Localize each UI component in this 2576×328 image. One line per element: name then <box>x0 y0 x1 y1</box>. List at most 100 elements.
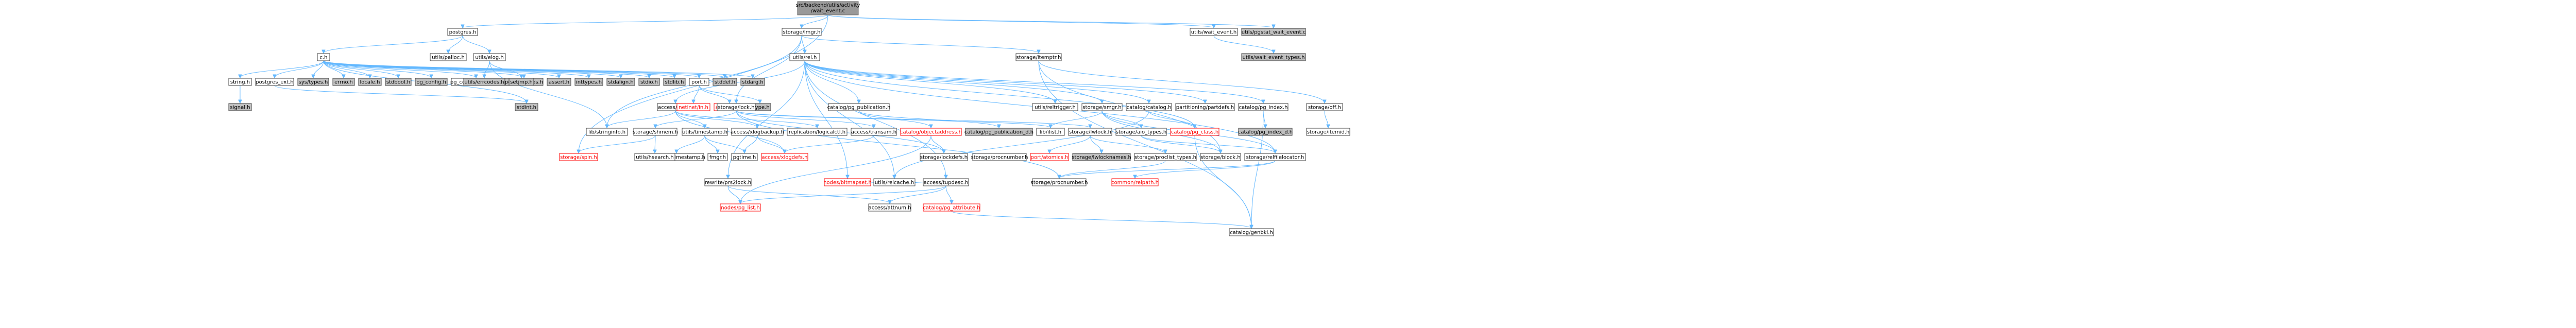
edge-storage_off_h-to-storage_itemid_h <box>1324 110 1328 128</box>
node-catalog_catalog_h[interactable]: catalog/catalog.h <box>1126 103 1172 111</box>
edge-utils_rel_h-to-catalog_pg_index_h <box>804 60 1263 103</box>
node-label: /wait_event.c <box>811 8 845 14</box>
node-stdlib_h: stdlib.h <box>663 78 686 86</box>
node-storage_lmgr_h[interactable]: storage/lmgr.h <box>782 28 822 36</box>
edge-root-to-postgres_h <box>463 14 828 28</box>
node-storage_procnumber_types[interactable]: storage/procnumber.h <box>971 153 1028 161</box>
node-locale_h: locale.h <box>358 78 382 86</box>
node-label: catalog/pg_attribute.h <box>923 205 980 211</box>
node-utils_wait_event_h[interactable]: utils/wait_event.h <box>1190 28 1238 36</box>
node-storage_smgr_h[interactable]: storage/smgr.h <box>1081 103 1123 111</box>
node-label: replication/logicalctl.h <box>789 130 845 135</box>
node-nodes_pg_list_h[interactable]: nodes/pg_list.h <box>720 203 761 212</box>
node-utils_timestamp_h[interactable]: utils/timestamp.h <box>682 128 728 136</box>
node-label: catalog/catalog.h <box>1127 105 1172 111</box>
node-label: storage/itemid.h <box>1307 130 1350 135</box>
node-access_tupdesc_h[interactable]: access/tupdesc.h <box>923 178 969 186</box>
node-catalog_pg_publication_h[interactable]: catalog/pg_publication.h <box>827 103 891 111</box>
node-access_transam_h[interactable]: access/transam.h <box>851 128 897 136</box>
node-utils_relcache_h[interactable]: utils/relcache.h <box>873 178 916 186</box>
node-nodes_bitmapset_h[interactable]: nodes/bitmapset.h <box>823 178 872 186</box>
edge-port_h-to-ctype_h <box>699 85 760 103</box>
node-box <box>789 53 820 61</box>
node-utils_elog_h[interactable]: utils/elog.h <box>473 53 506 61</box>
node-access_xlogdefs_h[interactable]: access/xlogdefs.h <box>761 153 808 161</box>
node-label: lib/ilist.h <box>1040 130 1061 135</box>
node-label: port/atomics.h <box>1031 155 1069 161</box>
node-box <box>1030 153 1069 161</box>
node-storage_spin_h[interactable]: storage/spin.h <box>559 153 598 161</box>
node-partitioning_partdefs_h[interactable]: partitioning/partdefs.h <box>1175 103 1235 111</box>
edge-utils_rel_h-to-utils_relcache_trigger <box>804 60 1055 103</box>
node-box <box>1170 128 1219 136</box>
node-access_attnum_h[interactable]: access/attnum.h <box>868 203 911 212</box>
edge-postgres_h-to-c_h <box>324 35 463 53</box>
node-catalog_genbki_h[interactable]: catalog/genbki.h <box>1229 228 1274 236</box>
node-catalog_objectaddress_h[interactable]: catalog/objectaddress.h <box>900 128 962 136</box>
edge-rewrite_prs2lock_h-to-nodes_pg_list_h <box>727 185 740 203</box>
node-utils_wait_event_types_h: utils/wait_event_types.h <box>1241 53 1306 61</box>
edge-utils_rel_h-to-access_xlog_h <box>675 60 805 103</box>
node-box <box>317 53 330 61</box>
node-box <box>385 78 412 86</box>
node-replication_logicalctl_h[interactable]: replication/logicalctl.h <box>787 128 848 136</box>
node-stddef_h: stddef.h <box>713 78 737 86</box>
node-c_h[interactable]: c.h <box>317 53 330 61</box>
node-storage_lwlock_h[interactable]: storage/lwlock.h <box>1068 128 1112 136</box>
node-string_h[interactable]: string.h <box>228 78 252 86</box>
node-box <box>797 1 859 15</box>
node-storage_lockdefs_h[interactable]: storage/lockdefs.h <box>920 153 968 161</box>
edge-catalog_catalog_h-to-utils_relcache_h <box>894 110 1149 178</box>
node-catalog_pg_index_h[interactable]: catalog/pg_index.h <box>1238 103 1289 111</box>
node-postgres_ext_h[interactable]: postgres_ext.h <box>255 78 294 86</box>
node-utils_rel_h[interactable]: utils/rel.h <box>789 53 820 61</box>
node-storage_itemid_h[interactable]: storage/itemid.h <box>1306 128 1350 136</box>
node-label: storage/relfilelocator.h <box>1246 155 1304 161</box>
edge-c_h-to-pg_config_os_h <box>323 60 524 78</box>
node-label: fmgr.h <box>709 155 726 161</box>
node-box <box>1175 103 1235 111</box>
node-box <box>740 78 765 86</box>
node-catalog_pg_attribute_h[interactable]: catalog/pg_attribute.h <box>923 203 980 212</box>
node-box <box>1134 153 1197 161</box>
node-storage_off_h[interactable]: storage/off.h <box>1306 103 1343 111</box>
node-pgtime_h[interactable]: pgtime.h <box>731 153 758 161</box>
node-catalog_pg_class_h[interactable]: catalog/pg_class.h <box>1170 128 1219 136</box>
node-access_xlogbackup_h[interactable]: access/xlogbackup.h <box>731 128 784 136</box>
node-port_atomics_h[interactable]: port/atomics.h <box>1030 153 1069 161</box>
node-port_h[interactable]: port.h <box>689 78 709 86</box>
edge-c_h-to-pg_config_h <box>323 60 431 78</box>
edge-access_tupdesc_h-to-nodes_pg_list_h <box>740 185 946 203</box>
node-storage_shmem_h[interactable]: storage/shmem.h <box>633 128 678 136</box>
node-common_relpath_h[interactable]: common/relpath.h <box>1111 178 1159 186</box>
node-postgres_h[interactable]: postgres.h <box>447 28 478 36</box>
node-utils_palloc_h[interactable]: utils/palloc.h <box>430 53 467 61</box>
node-storage_itemptr_h[interactable]: storage/itemptr.h <box>1015 53 1062 61</box>
node-storage_procnumber_h[interactable]: storage/procnumber.h <box>1031 178 1088 186</box>
node-lib_ilist_h[interactable]: lib/ilist.h <box>1036 128 1065 136</box>
node-inttypes_h: inttypes.h <box>574 78 603 86</box>
node-lib_stringinfo_h[interactable]: lib/stringinfo.h <box>586 128 628 136</box>
node-netinet_in_h[interactable]: netinet/in.h <box>676 103 710 111</box>
node-box <box>923 178 969 186</box>
node-root[interactable]: src/backend/utils/activity/wait_event.c <box>796 1 860 15</box>
node-box <box>297 78 329 86</box>
node-storage_relfilelocator_h[interactable]: storage/relfilelocator.h <box>1244 153 1306 161</box>
edges-layer <box>240 14 1328 228</box>
node-fmgr_h[interactable]: fmgr.h <box>707 153 728 161</box>
node-box <box>713 78 737 86</box>
edge-postgres_ext_h-to-stdint_h <box>274 85 527 103</box>
node-box <box>1032 178 1087 186</box>
node-label: src/backend/utils/activity <box>796 3 860 8</box>
node-storage_aio_types_h[interactable]: storage/aio_types.h <box>1115 128 1167 136</box>
node-rewrite_prs2lock_h[interactable]: rewrite/prs2lock.h <box>704 178 752 186</box>
node-box <box>1032 103 1078 111</box>
node-storage_proclist_types_h[interactable]: storage/proclist_types.h <box>1134 153 1197 161</box>
node-utils_relcache_trigger[interactable]: utils/reltrigger.h <box>1032 103 1078 111</box>
node-box <box>430 53 467 61</box>
node-storage_block_h[interactable]: storage/block.h <box>1200 153 1241 161</box>
node-box <box>1081 103 1123 111</box>
edge-utils_wait_event_h-to-utils_wait_event_types_h <box>1213 35 1274 53</box>
node-utils_hsearch_h[interactable]: utils/hsearch.h <box>634 153 675 161</box>
node-storage_lock_h[interactable]: storage/lock.h <box>717 103 756 111</box>
